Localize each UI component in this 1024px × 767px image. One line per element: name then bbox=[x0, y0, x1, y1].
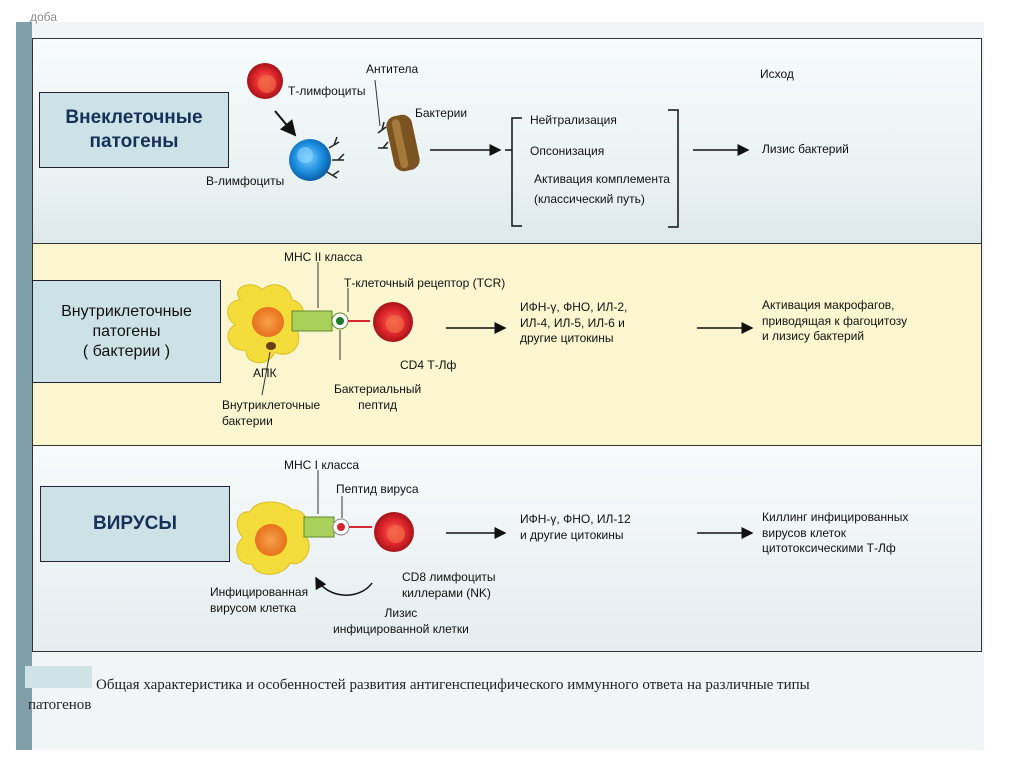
label-b-cells: В-лимфоциты bbox=[206, 174, 285, 188]
category-viruses: ВИРУСЫ bbox=[40, 486, 230, 562]
row3-cytokines-line2: и другие цитокины bbox=[520, 527, 624, 542]
label-tcr: Т-клеточный рецептор (TCR) bbox=[344, 276, 506, 290]
label-mhc-ii: МНС II класса bbox=[284, 250, 363, 264]
label-opsonization: Опсонизация bbox=[530, 144, 605, 158]
label-intracellular-bacteria-line2: бактерии bbox=[222, 413, 273, 428]
label-antibodies: Антитела bbox=[366, 62, 419, 76]
label-row3-cytokines: ИФН-γ, ФНО, ИЛ-12 и другие цитокины bbox=[520, 512, 631, 543]
cd8-t-cell bbox=[374, 512, 414, 552]
label-row2-cytokines: ИФН-γ, ФНО, ИЛ-2, ИЛ-4, ИЛ-5, ИЛ-6 и дру… bbox=[520, 300, 627, 347]
lysis-arrow bbox=[315, 576, 373, 596]
label-row2-outcome: Активация макрофагов, приводящая к фагоц… bbox=[762, 298, 907, 345]
label-intracellular-bacteria: Внутриклеточные бактерии bbox=[222, 398, 320, 429]
row2-cytokines-line1: ИФН-γ, ФНО, ИЛ-2, bbox=[520, 300, 628, 314]
row3-outcome-line1: Киллинг инфицированных bbox=[762, 510, 909, 524]
row2-outcome-line2: приводящая к фагоцитозу bbox=[762, 313, 908, 328]
label-infected-cell: Инфицированная вирусом клетка bbox=[210, 585, 308, 616]
cd8-line2: киллерами (NK) bbox=[402, 585, 491, 600]
category-viruses-label: ВИРУСЫ bbox=[93, 513, 177, 535]
mechanism-bracket-right bbox=[668, 109, 679, 228]
label-cd4: CD4 Т-Лф bbox=[400, 358, 457, 372]
row2-outcome-line3: и лизису бактерий bbox=[762, 329, 865, 344]
mhc-tcr-complex bbox=[261, 262, 370, 396]
activation-arrow bbox=[274, 110, 297, 137]
left-accent-bar bbox=[16, 22, 32, 750]
caption-marker bbox=[25, 666, 92, 688]
row2-cytokines-line3: другие цитокины bbox=[520, 331, 614, 346]
antibodies-icon bbox=[374, 79, 389, 149]
label-outcome-header: Исход bbox=[760, 67, 794, 81]
cd4-t-cell bbox=[373, 302, 413, 342]
label-bacterial-peptide: Бактериальный пептид bbox=[334, 382, 421, 413]
label-bacteria: Бактерии bbox=[415, 106, 468, 120]
cd8-line1: CD8 лимфоциты bbox=[402, 570, 496, 584]
lysis-line1: Лизис bbox=[384, 606, 418, 620]
infected-cell-line2: вирусом клетка bbox=[210, 600, 297, 615]
caption-line1: Общая характеристика и особенностей разв… bbox=[96, 677, 810, 693]
label-bacterial-lysis: Лизис бактерий bbox=[762, 142, 849, 156]
category-intracellular-line3: ( бактерии ) bbox=[82, 342, 171, 360]
category-intracellular-line1: Внутриклеточные bbox=[61, 302, 192, 320]
row3-cytokines-line1: ИФН-γ, ФНО, ИЛ-12 bbox=[520, 512, 631, 526]
mhc-i-complex bbox=[303, 470, 372, 538]
apc-cell bbox=[227, 284, 304, 364]
label-complement: Активация комплемента bbox=[534, 172, 670, 186]
category-extracellular-label: Внеклеточные патогены bbox=[65, 107, 203, 152]
label-neutralization: Нейтрализация bbox=[530, 113, 617, 127]
label-row3-outcome: Киллинг инфицированных вирусов клеток ци… bbox=[762, 510, 908, 557]
caption-line2: патогенов bbox=[28, 697, 92, 713]
category-intracellular: Внутриклеточные патогены ( бактерии ) bbox=[32, 280, 221, 383]
label-lysis: Лизис инфицированной клетки bbox=[333, 606, 469, 637]
label-virus-peptide: Пептид вируса bbox=[336, 482, 419, 496]
label-intracellular-bacteria-line1: Внутриклеточные bbox=[222, 398, 321, 412]
b-lymphocyte-cell bbox=[289, 136, 345, 181]
label-cd8: CD8 лимфоциты киллерами (NK) bbox=[402, 570, 496, 601]
label-classic-path: (классический путь) bbox=[534, 192, 645, 206]
row2-outcome-line1: Активация макрофагов, bbox=[762, 298, 895, 312]
mechanism-bracket-left bbox=[511, 117, 522, 227]
category-extracellular: Внеклеточные патогены bbox=[39, 92, 229, 168]
bacterium-icon bbox=[386, 114, 420, 172]
infected-cell-line1: Инфицированная bbox=[210, 585, 309, 599]
label-bacterial-peptide-line1: Бактериальный bbox=[334, 382, 422, 396]
label-t-cells: Т-лимфоциты bbox=[288, 84, 366, 98]
row3-outcome-line2: вирусов клеток bbox=[762, 525, 846, 540]
label-bacterial-peptide-line2: пептид bbox=[358, 397, 398, 412]
category-intracellular-line2: патогены bbox=[92, 322, 161, 340]
row3-outcome-line3: цитотоксическими Т-Лф bbox=[762, 541, 896, 556]
label-apc: АПК bbox=[253, 366, 277, 380]
row2-cytokines-line2: ИЛ-4, ИЛ-5, ИЛ-6 и bbox=[520, 315, 625, 330]
t-lymphocyte-cell bbox=[247, 63, 283, 99]
infected-cell bbox=[236, 501, 310, 575]
label-mhc-i: МНС I класса bbox=[284, 458, 360, 472]
lysis-line2: инфицированной клетки bbox=[333, 621, 469, 636]
header-fragment: доба bbox=[30, 10, 57, 24]
